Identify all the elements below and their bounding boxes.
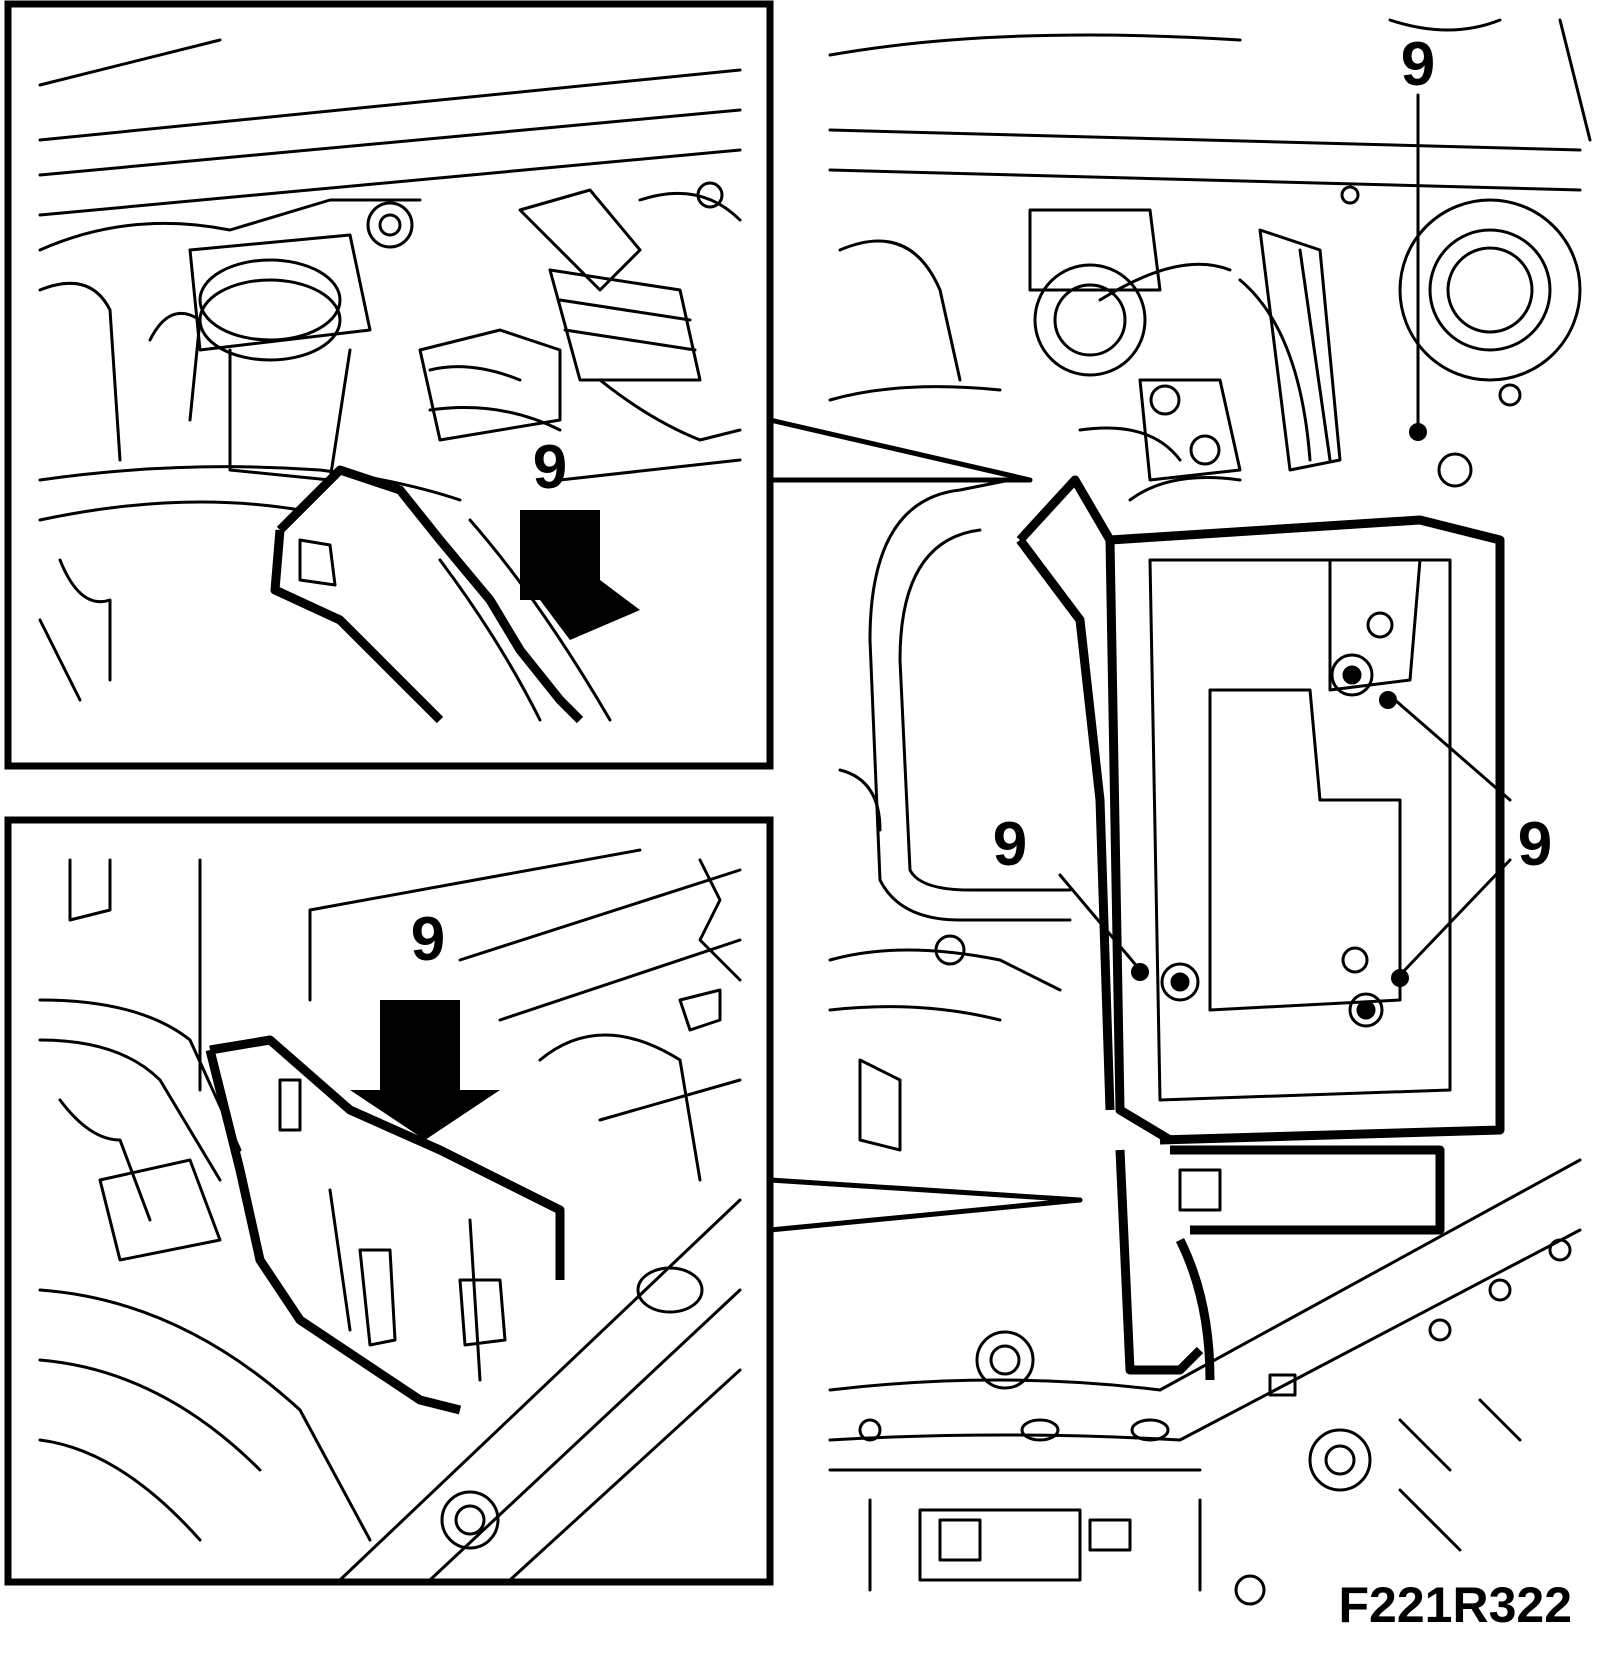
callout-9-bottom-left: 9	[411, 905, 445, 974]
inset-top-left: 9	[4, 0, 774, 770]
callout-9-top-left: 9	[533, 433, 567, 502]
inset-bottom-left: 9	[4, 816, 774, 1586]
figure-code: F221R322	[1339, 1577, 1573, 1633]
downward-arrow-icon	[350, 1000, 500, 1140]
callout-9-main-left: 9	[993, 810, 1027, 879]
main-view: 9 9 9 F221R322	[828, 18, 1592, 1633]
inset-pointers	[767, 417, 1083, 1233]
downward-arrow-icon	[520, 510, 640, 640]
callout-9-main-top: 9	[1401, 30, 1435, 99]
callout-9-main-right: 9	[1518, 810, 1552, 879]
